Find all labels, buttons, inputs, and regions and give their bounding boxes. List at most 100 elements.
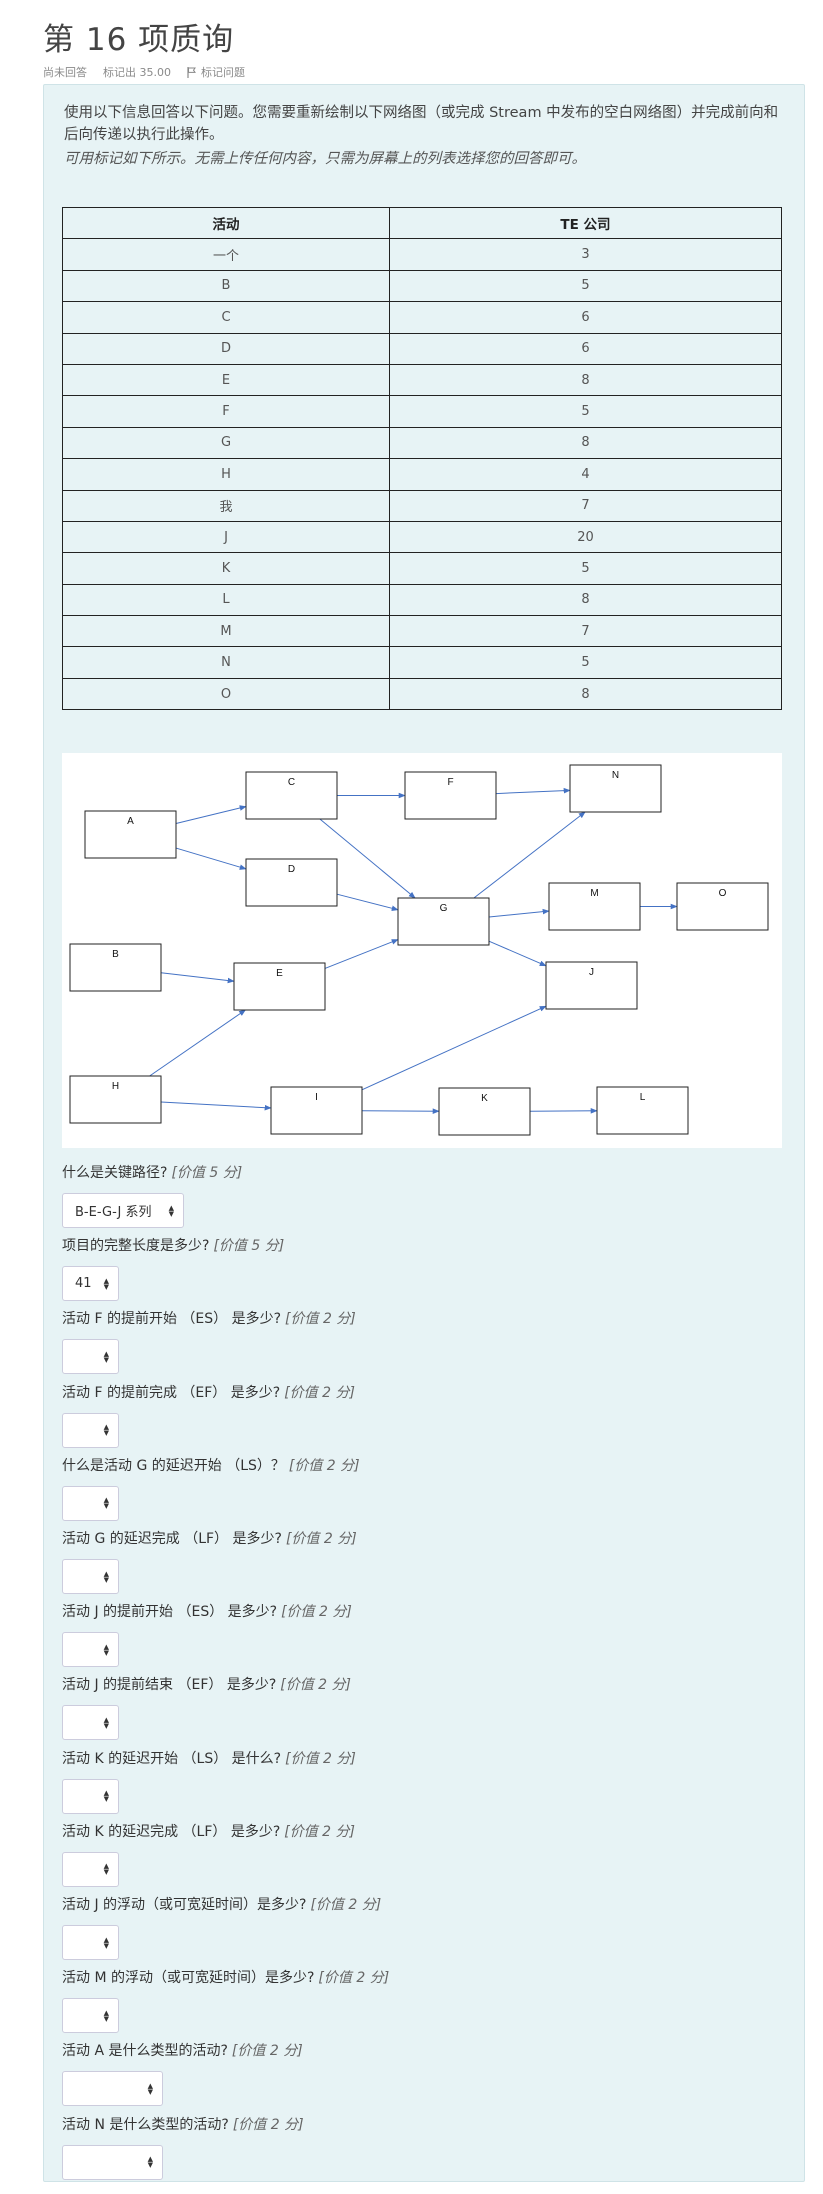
edge-f-n [495,787,571,795]
intro-paragraph: 使用以下信息回答以下问题。您需要重新绘制以下网络图（或完成 Stream 中发布… [64,105,779,143]
answer-select[interactable]: ▲▼ [62,1559,119,1594]
question-text: 什么是活动 G 的延迟开始 （LS）？[价值 2 分] [62,1457,360,1475]
answer-select[interactable]: ▲▼ [62,1998,119,2034]
te-cell: 7 [389,615,782,648]
te-cell: 8 [389,426,782,460]
question-marks: 标记出 35.00 [103,66,171,79]
activity-cell: 我 [62,489,390,522]
question-text: 活动 F 的提前完成 （EF） 是多少?[价值 2 分] [62,1384,355,1402]
node-label: J [589,967,594,978]
node-label: B [112,949,119,960]
activity-cell: N [62,646,390,679]
node-label: F [447,777,453,788]
question-item: 活动 K 的延迟开始 （LS） 是什么?[价值 2 分]▲▼ [62,1750,356,1814]
answer-select[interactable]: 41 ▲▼ [62,1266,119,1302]
answer-select[interactable]: ▲▼ [62,1339,119,1375]
question-mark: [价值 2 分] [285,1311,356,1328]
node-m: M [548,882,641,931]
activity-cell: L [62,583,390,617]
te-cell: 5 [389,552,782,585]
answer-select[interactable]: B-E-G-J 系列▲▼ [62,1193,184,1228]
edge-h-e [149,1009,246,1077]
te-cell: 8 [389,583,782,617]
activity-cell: B [62,269,390,303]
node-label: N [612,770,619,781]
select-arrows-icon: ▲▼ [103,1349,109,1364]
node-label: E [276,968,283,979]
question-intro: 使用以下信息回答以下问题。您需要重新绘制以下网络图（或完成 Stream 中发布… [64,102,789,170]
edge-i-j [361,1005,547,1091]
activity-cell: E [62,363,390,397]
te-cell: 6 [389,301,782,334]
edge-b-e [160,972,235,984]
select-arrows-icon: ▲▼ [103,1276,109,1291]
activity-cell: J [62,520,390,554]
question-mark: [价值 5 分] [213,1238,285,1255]
answer-select[interactable]: ▲▼ [62,1632,119,1668]
answer-select-value: 41 [75,1276,92,1292]
question-text: 活动 F 的提前开始 （ES） 是多少?[价值 2 分] [62,1310,356,1328]
question-text: 活动 A 是什么类型的活动?[价值 2 分] [62,2042,303,2060]
answer-select[interactable]: ▲▼ [62,1485,119,1521]
question-item: 活动 F 的提前开始 （ES） 是多少?[价值 2 分] ▲▼ [62,1310,356,1375]
question-item: 活动 M 的浮动（或可宽延时间）是多少?[价值 2 分] ▲▼ [62,1969,390,2034]
select-arrows-icon: ▲▼ [147,2155,153,2170]
select-arrows-icon: ▲▼ [103,1862,109,1877]
question-mark: [价值 5 分] [171,1165,243,1181]
edge-a-d [175,847,247,870]
question-label: 活动 J 的提前结束 （EF） 是多少? [62,1677,277,1694]
question-label: 活动 K 的延迟开始 （LS） 是什么? [62,1750,282,1767]
question-item: 活动 A 是什么类型的活动?[价值 2 分] ▲▼ [62,2042,303,2107]
node-n: N [569,764,662,813]
node-o: O [676,882,769,931]
question-text: 什么是关键路径?[价值 5 分] [62,1164,242,1182]
question-panel: 使用以下信息回答以下问题。您需要重新绘制以下网络图（或完成 Stream 中发布… [43,84,805,2182]
select-arrows-icon: ▲▼ [103,1789,109,1804]
select-arrows-icon: ▲▼ [103,1715,109,1730]
node-label: H [112,1081,119,1092]
answer-select[interactable]: ▲▼ [62,1778,119,1814]
question-item: 活动 J 的提前开始 （ES） 是多少?[价值 2 分]▲▼ [62,1603,352,1668]
question-mark: [价值 2 分] [284,1823,355,1840]
answer-select[interactable]: ▲▼ [62,1851,119,1887]
question-text: 活动 N 是什么类型的活动?[价值 2 分] [62,2116,304,2134]
edge-c-g [319,818,416,899]
answer-select-value: B-E-G-J 系列 [75,1205,152,1220]
question-item: 活动 J 的浮动（或可宽延时间）是多少?[价值 2 分] ▲▼ [62,1896,381,1960]
answer-select[interactable]: ▲▼ [62,1705,119,1741]
te-cell: 5 [389,395,782,428]
answer-select[interactable]: ▲▼ [62,2071,163,2107]
activity-cell: D [62,332,390,365]
node-label: A [127,816,134,827]
te-cell: 5 [389,269,782,303]
select-arrows-icon: ▲▼ [103,1569,109,1584]
question-label: 活动 A 是什么类型的活动? [62,2043,228,2060]
edge-g-j [488,940,547,967]
flag-question-link[interactable]: 标记问题 [187,64,245,80]
answer-select[interactable]: ▲▼ [62,1412,119,1448]
question-info: 尚未回答 标记出 35.00 标记问题 [43,64,245,80]
question-title: 第 16 项质询 [43,22,235,58]
question-item: 活动 J 的提前结束 （EF） 是多少?[价值 2 分] ▲▼ [62,1676,351,1741]
question-label: 项目的完整长度是多少? [62,1238,210,1255]
te-cell: 8 [389,677,782,711]
question-label: 活动 F 的提前完成 （EF） 是多少? [62,1384,281,1401]
te-cell: 4 [389,458,782,491]
question-label: 活动 M 的浮动（或可宽延时间）是多少? [62,1970,315,1987]
question-text: 活动 J 的浮动（或可宽延时间）是多少?[价值 2 分] [62,1896,381,1914]
question-label: 活动 F 的提前开始 （ES） 是多少? [62,1311,282,1328]
header-activity: 活动 [62,206,390,240]
question-mark: [价值 2 分] [280,1677,351,1694]
select-arrows-icon: ▲▼ [147,2081,153,2096]
answer-select[interactable]: ▲▼ [62,2144,163,2180]
select-arrows-icon: ▲▼ [103,1642,109,1657]
answer-select[interactable]: ▲▼ [62,1925,119,1960]
node-label: O [719,888,727,899]
question-mark: [价值 2 分] [318,1970,390,1987]
node-j: J [545,961,638,1010]
